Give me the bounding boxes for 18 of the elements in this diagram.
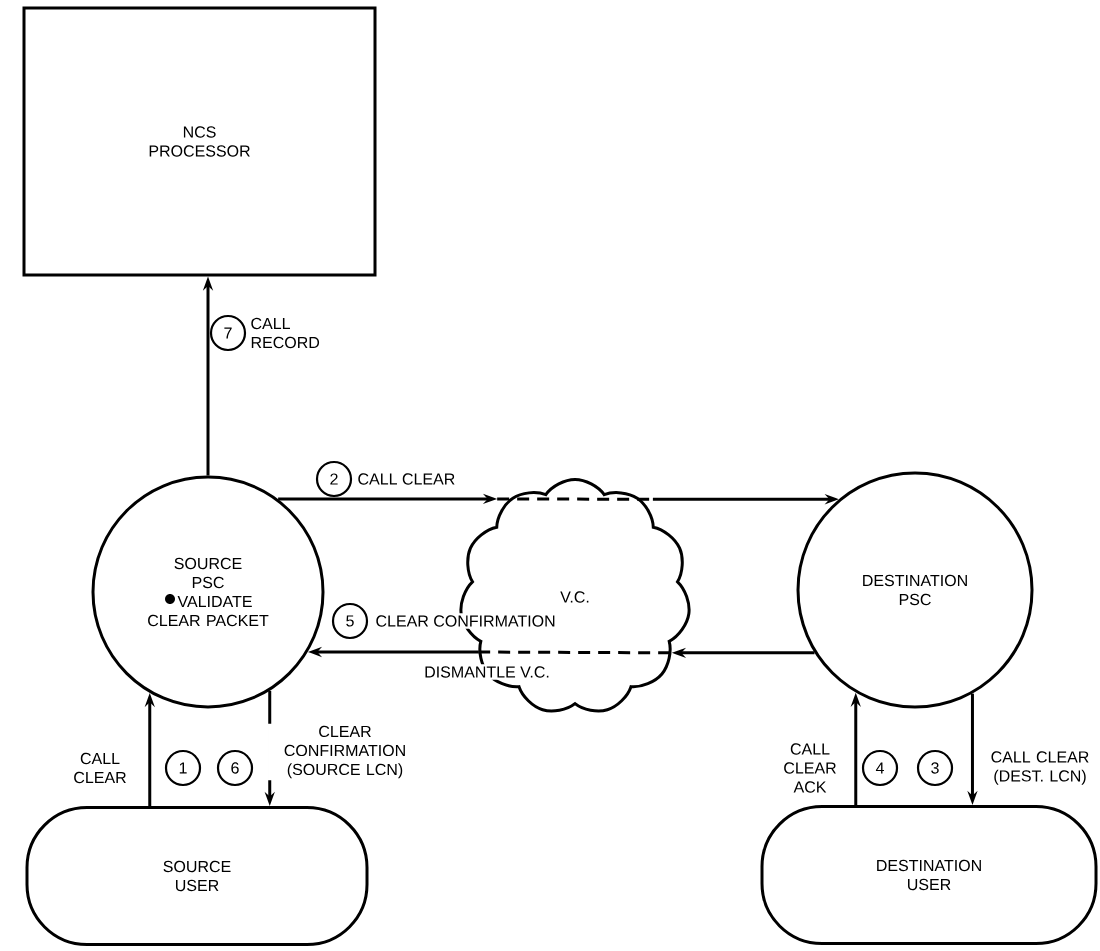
callout-number: 5 (331, 602, 369, 640)
edge-label: CLEAR CONFIRMATION (373, 613, 558, 629)
edge-label: CALL CLEAR ACK (778, 741, 842, 795)
callout-number: 3 (916, 749, 954, 787)
callout-number: 1 (164, 749, 202, 787)
callout-number: 4 (861, 749, 899, 787)
callout-number: 6 (216, 749, 254, 787)
user-terminal: DESTINATION USER (760, 805, 1098, 945)
edge-label: CALL CLEAR (68, 750, 132, 786)
edge-label: CALL CLEAR (355, 471, 458, 487)
edge-label: CLEAR CONFIRMATION (SOURCE LCN) (268, 723, 422, 781)
callout-number: 7 (209, 314, 247, 352)
edge-label: CALL RECORD (248, 315, 333, 351)
processor-box: NCS PROCESSOR (22, 6, 377, 277)
annotation-text: DISMANTLE V.C. (422, 664, 552, 680)
user-terminal: SOURCE USER (25, 806, 369, 946)
edge-label: CALL CLEAR (DEST. LCN) (988, 749, 1092, 787)
callout-number: 2 (315, 460, 353, 498)
